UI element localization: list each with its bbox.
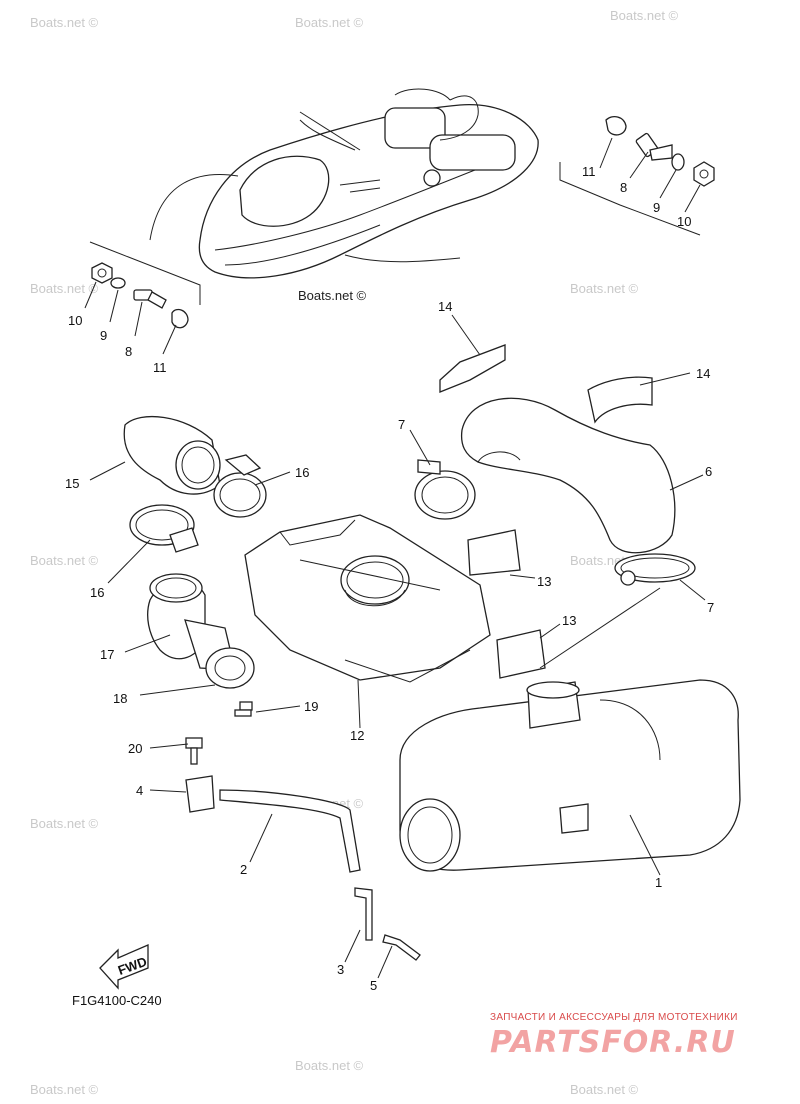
part-17-elbow — [147, 573, 236, 671]
leader-lines — [84, 137, 706, 979]
callout-20: 20 — [128, 741, 142, 756]
arrow-to-bottom-label — [344, 254, 461, 263]
part-3-bracket — [354, 887, 373, 941]
callout-7-lower: 7 — [707, 600, 714, 615]
callout-10-left: 10 — [68, 313, 82, 328]
brand-name: PARTSFOR.RU — [490, 1025, 736, 1060]
left-group-bracket — [89, 241, 201, 305]
part-15-hose — [123, 415, 221, 495]
callout-19: 19 — [304, 699, 318, 714]
watermark-left-1: Boats.net © — [30, 281, 99, 296]
callout-14-right: 14 — [696, 366, 710, 381]
watermark-top-left: Boats.net © — [30, 15, 99, 30]
part-13-pad-lower — [496, 629, 546, 679]
arrow-to-left-group — [149, 173, 239, 241]
watermark-right-1: Boats.net © — [570, 281, 639, 296]
callout-11-right: 11 — [582, 164, 596, 179]
part-14-pad-right — [587, 376, 653, 424]
callout-17: 17 — [100, 647, 114, 662]
part-5-screw — [382, 934, 421, 961]
watermark-left-3: Boats.net © — [30, 816, 99, 831]
part-14-pad-upper — [439, 344, 506, 393]
part-7-clamp-lower — [614, 553, 696, 586]
callout-5: 5 — [370, 978, 377, 993]
part-12-chamber-box — [244, 514, 491, 683]
part-2-strap — [219, 789, 361, 873]
callout-16-upper: 16 — [295, 465, 309, 480]
right-fastener-group — [605, 115, 715, 187]
part-19-bolt — [234, 701, 253, 717]
part-13-pad-upper — [467, 529, 521, 576]
brand-logo: ЗАПЧАСТИ И АКСЕССУАРЫ ДЛЯ МОТОТЕХНИКИ PA… — [490, 1012, 738, 1060]
part-16-clamp-upper — [213, 454, 267, 518]
callout-13-lower: 13 — [562, 613, 576, 628]
part-16-clamp-lower — [129, 504, 199, 553]
watermark-left-2: Boats.net © — [30, 553, 99, 568]
part-6-hose — [460, 397, 676, 554]
watermark-top-center: Boats.net © — [295, 15, 364, 30]
callout-3: 3 — [337, 962, 344, 977]
callout-6: 6 — [705, 464, 712, 479]
brand-subtitle: ЗАПЧАСТИ И АКСЕССУАРЫ ДЛЯ МОТОТЕХНИКИ — [490, 1012, 738, 1023]
callout-14-upper: 14 — [438, 299, 452, 314]
right-group-bracket — [559, 162, 701, 236]
callout-9-left: 9 — [100, 328, 107, 343]
callout-labels: 11 8 9 10 10 9 8 11 14 14 15 16 7 6 16 1… — [65, 164, 714, 993]
callout-10-right: 10 — [677, 214, 691, 229]
left-fastener-group — [91, 262, 189, 329]
callout-18: 18 — [113, 691, 127, 706]
inline-watermark: Boats.net © — [298, 288, 367, 303]
part-18-gasket — [205, 647, 255, 689]
callout-8-right: 8 — [620, 180, 627, 195]
callout-11-left: 11 — [153, 360, 167, 375]
callout-16-lower: 16 — [90, 585, 104, 600]
callout-8-left: 8 — [125, 344, 132, 359]
watercraft-illustration — [198, 88, 539, 279]
callout-9-right: 9 — [653, 200, 660, 215]
callout-4: 4 — [136, 783, 143, 798]
fwd-arrow: FWD — [99, 944, 149, 990]
callout-13-upper: 13 — [537, 574, 551, 589]
callout-12: 12 — [350, 728, 364, 743]
diagram-code: F1G4100-C240 — [72, 993, 162, 1008]
callout-2: 2 — [240, 862, 247, 877]
watermark-bottom-left: Boats.net © — [30, 1082, 99, 1097]
watermark-bottom-center: Boats.net © — [295, 1058, 364, 1073]
callout-7-upper: 7 — [398, 417, 405, 432]
part-1-muffler — [399, 679, 741, 872]
watermark-top-right: Boats.net © — [610, 8, 679, 23]
callout-15: 15 — [65, 476, 79, 491]
watermark-bottom-right: Boats.net © — [570, 1082, 639, 1097]
part-4-bracket — [185, 775, 215, 813]
callout-1: 1 — [655, 875, 662, 890]
part-20-bolt — [185, 737, 203, 765]
part-7-clamp-upper — [414, 459, 476, 520]
